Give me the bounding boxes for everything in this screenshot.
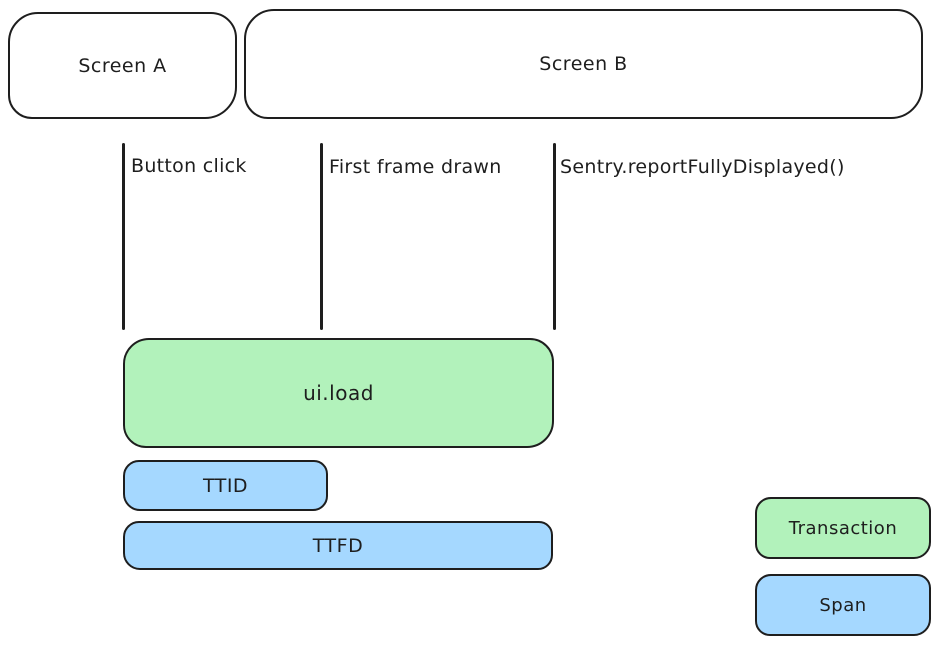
screen-b-box: Screen B xyxy=(244,9,923,119)
screen-b-label: Screen B xyxy=(539,53,628,75)
screen-a-label: Screen A xyxy=(78,54,167,77)
legend-transaction-label: Transaction xyxy=(788,517,898,539)
marker-line-first-frame-drawn xyxy=(320,143,323,330)
legend-span: Span xyxy=(755,574,931,636)
ui-load-transaction-bar: ui.load xyxy=(123,338,554,448)
ttid-label: TTID xyxy=(202,474,249,497)
ttfd-span-bar: TTFD xyxy=(123,521,553,570)
marker-label-button-click: Button click xyxy=(131,155,247,177)
marker-label-first-frame-drawn: First frame drawn xyxy=(329,156,502,178)
legend-transaction: Transaction xyxy=(755,497,931,559)
marker-line-report-fully-displayed xyxy=(553,143,556,330)
legend-span-label: Span xyxy=(819,594,867,616)
screen-a-box: Screen A xyxy=(8,12,237,119)
marker-line-button-click xyxy=(122,143,125,330)
ui-load-label: ui.load xyxy=(303,381,374,405)
ttid-span-bar: TTID xyxy=(123,460,328,511)
ttfd-label: TTFD xyxy=(312,534,364,557)
marker-label-report-fully-displayed: Sentry.reportFullyDisplayed() xyxy=(560,156,845,178)
